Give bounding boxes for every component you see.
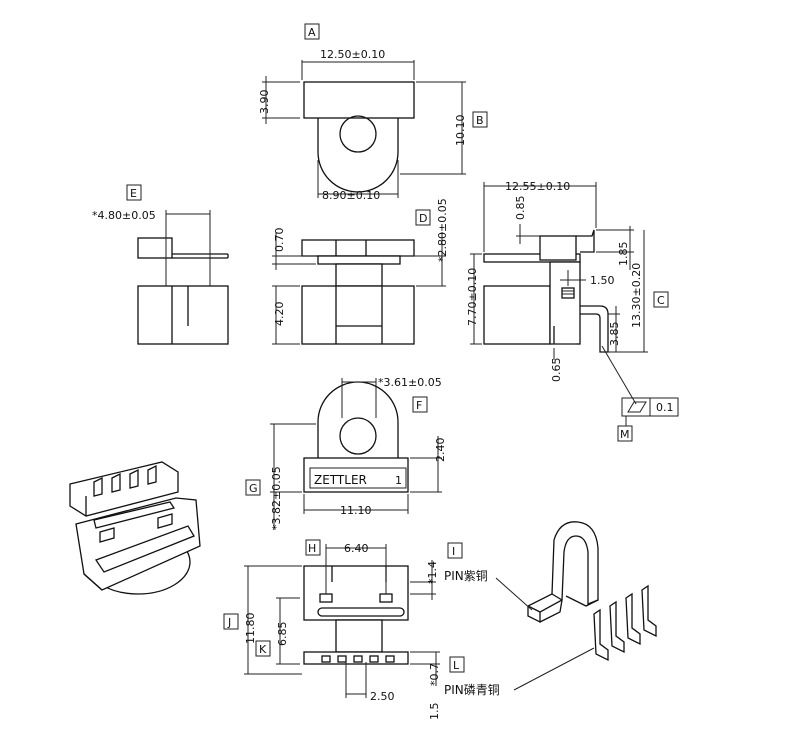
label-h: H — [308, 542, 316, 555]
pin-number: 1 — [395, 474, 402, 487]
brand-text: ZETTLER — [314, 473, 367, 487]
dim-l-h1: *0.7 — [428, 663, 441, 686]
dim-a-width: 12.50±0.10 — [320, 48, 385, 61]
dim-l-h2: 1.5 — [428, 703, 441, 721]
dim-c-height-total: 13.30±0.20 — [630, 263, 643, 328]
dim-c-d2: 3.85 — [608, 322, 621, 347]
view-a: 12.50±0.10 A 3.90 8.90±0.10 10.10 B — [258, 23, 488, 202]
dim-g-height: *3.82±0.05 — [270, 466, 283, 530]
tol-m: 0.1 — [656, 401, 674, 414]
dim-c-lead: 0.85 — [514, 196, 527, 221]
dim-g-width: 11.10 — [340, 504, 372, 517]
view-bottom: 6.40 H *1.4 I 11.80 J 6.85 K *0.7 1.5 L — [223, 539, 465, 721]
view-fg: ZETTLER 1 *3.61±0.05 F 2.40 *3.82±0.05 G… — [245, 376, 447, 530]
dim-c-d3: 0.65 — [550, 358, 563, 383]
label-k: K — [259, 643, 267, 656]
isometric-connector — [69, 461, 201, 595]
dim-d-body: 4.20 — [273, 302, 286, 327]
dim-e-width: *4.80±0.05 — [92, 209, 156, 222]
label-c: C — [657, 294, 665, 307]
callout-pin-bronze: PIN磷青铜 — [444, 682, 500, 697]
label-j: J — [227, 616, 231, 629]
dim-l-pitch: 2.50 — [370, 690, 395, 703]
label-d: D — [419, 212, 427, 225]
label-a: A — [308, 26, 316, 39]
label-e: E — [130, 187, 137, 200]
callout-pin-copper: PIN紫铜 — [444, 568, 488, 583]
dim-i-width: *1.4 — [426, 561, 439, 584]
view-c: 12.55±0.10 0.85 1.85 13.30±0.20 C 7.70±0… — [466, 180, 679, 442]
dim-a-height: 3.90 — [258, 90, 271, 115]
view-d: 0.70 4.20 *2.80±0.05 D — [272, 198, 449, 345]
dim-c-d1: 1.85 — [617, 242, 630, 267]
dim-f-hole: *3.61±0.05 — [378, 376, 442, 389]
dim-c-height-body: 7.70±0.10 — [466, 268, 479, 326]
dim-d-t2: *2.80±0.05 — [436, 198, 449, 262]
dim-g-side: 2.40 — [434, 438, 447, 463]
label-m: M — [620, 428, 630, 441]
pin-3d: PIN紫铜 PIN磷青铜 — [444, 521, 657, 697]
dim-c-pitch: 1.50 — [590, 274, 615, 287]
dim-b-height: 10.10 — [454, 115, 467, 147]
dim-a-hole-span: 8.90±0.10 — [322, 189, 380, 202]
view-e: *4.80±0.05 E — [92, 184, 229, 345]
label-l: L — [453, 659, 460, 672]
dim-c-top-width: 12.55±0.10 — [505, 180, 570, 193]
dim-j-height: 11.80 — [244, 613, 257, 645]
label-g: G — [249, 482, 258, 495]
label-b: B — [476, 114, 484, 127]
dim-h-width: 6.40 — [344, 542, 369, 555]
label-i: I — [452, 545, 455, 558]
dim-k-height: 6.85 — [276, 622, 289, 647]
dim-d-t1: 0.70 — [273, 228, 286, 253]
label-f: F — [416, 399, 422, 412]
